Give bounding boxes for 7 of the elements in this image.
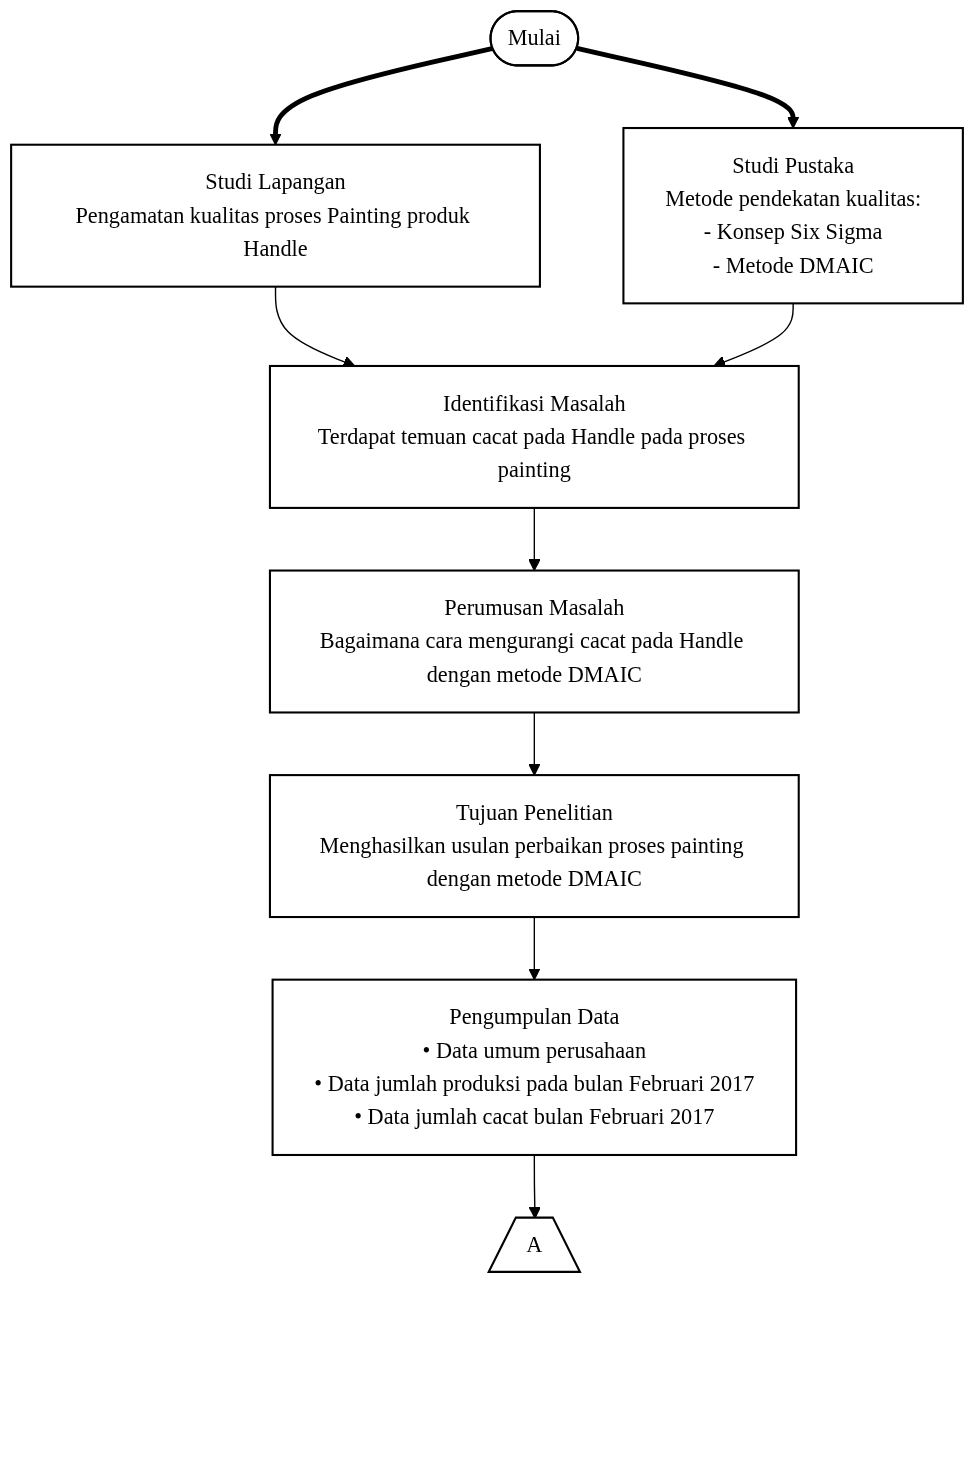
node-box: Pengumpulan Data • Data umum perusahaan • Data jumlah produksi pada bulan Februari 2017 • Data jumlah cacat bulan Februari 2017 [271, 978, 798, 1157]
arrow [576, 46, 800, 129]
node-box: Identifikasi Masalah Terdapat temuan cacat pada Handle pada proses painting [268, 364, 800, 509]
node-box: Studi Pustaka Metode pendekatan kualitas: - Konsep Six Sigma - Metode DMAIC [622, 126, 964, 305]
node-box: Studi Lapangan Pengamatan kualitas proses Painting produk Handle [10, 143, 541, 288]
node-box: Perumusan Masalah Bagaimana cara mengurangi cacat pada Handle dengan metode DMAIC [268, 569, 800, 714]
node-box: Tujuan Penelitian Menghasilkan usulan perbaikan proses painting dengan metode DMAIC [268, 774, 800, 919]
